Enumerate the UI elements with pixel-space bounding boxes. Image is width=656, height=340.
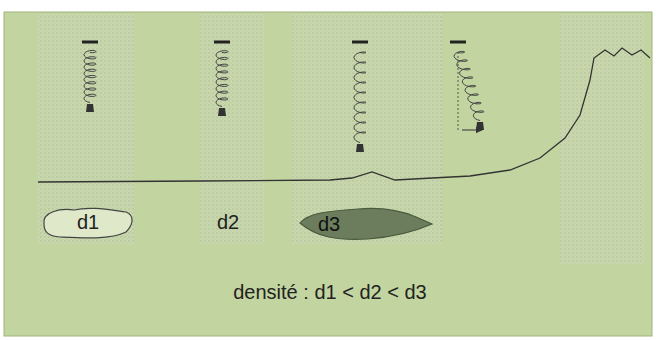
high-density-body: d3 (298, 207, 434, 241)
mass (86, 104, 94, 112)
panel (4, 12, 652, 336)
support-bar (352, 41, 368, 44)
density-label: d1 (77, 211, 99, 234)
support-bar (214, 41, 230, 44)
support-bar (82, 41, 98, 44)
spring (354, 52, 366, 143)
density-label: d2 (217, 211, 239, 234)
spring (216, 51, 228, 107)
support-bar (450, 41, 466, 44)
gravimeters (82, 42, 484, 152)
deflection-arrow (462, 130, 482, 131)
vertical-reference (458, 52, 459, 132)
mass (218, 108, 226, 116)
ground-profile (38, 48, 650, 182)
spring (84, 50, 96, 102)
stippled-columns (38, 14, 644, 264)
density-label: d3 (318, 213, 340, 236)
mass (356, 144, 364, 152)
low-density-body: d1 (40, 204, 136, 240)
density-relation: densité : d1 < d2 < d3 (233, 281, 427, 304)
mass (476, 122, 484, 130)
spring (454, 51, 484, 120)
